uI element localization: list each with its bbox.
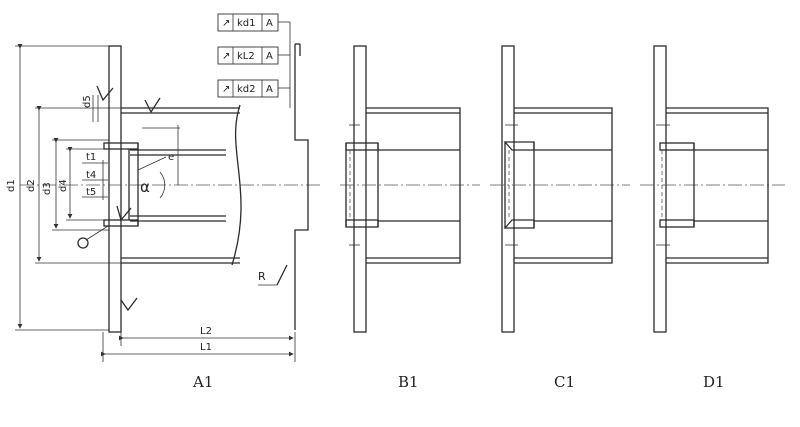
dim-d1: d1 <box>6 179 17 192</box>
inner-sleeve <box>503 141 535 151</box>
view-label-d1: D1 <box>703 373 725 391</box>
inner-sleeve <box>659 142 695 151</box>
view-label-b1: B1 <box>398 373 419 391</box>
dim-l1: L1 <box>200 342 212 353</box>
tolerance-code: kL2 <box>237 51 255 62</box>
weld-circle <box>77 237 89 249</box>
dim-e: e <box>168 152 174 163</box>
radius-label: R <box>258 270 266 283</box>
dim-t1: t1 <box>86 152 96 163</box>
tolerance-frame-kd1: ↗ kd1 A <box>217 13 279 32</box>
view-label-c1: C1 <box>554 373 575 391</box>
tolerance-datum: A <box>266 51 273 62</box>
dim-d2: d2 <box>26 179 37 192</box>
inner-sleeve <box>345 142 379 151</box>
view-a1 <box>15 21 320 362</box>
tolerance-frame-kd2: ↗ kd2 A <box>217 79 279 98</box>
runout-icon: ↗ <box>222 51 230 62</box>
dim-d4: d4 <box>58 179 69 192</box>
dim-t5: t5 <box>86 187 96 198</box>
dimension-labels: d1 d2 d3 d4 d5 t1 t4 t5 e α R L2 L1 <box>6 95 266 353</box>
flange-plate <box>108 45 122 333</box>
tolerance-datum: A <box>266 84 273 95</box>
dim-t4: t4 <box>86 170 96 181</box>
view-label-a1: A1 <box>192 373 213 391</box>
view-c1 <box>490 45 630 333</box>
dim-l2: L2 <box>200 326 212 337</box>
tolerance-code: kd1 <box>237 18 256 29</box>
runout-icon: ↗ <box>222 18 230 29</box>
angle-alpha <box>159 171 166 199</box>
view-d1 <box>640 45 785 333</box>
runout-icon: ↗ <box>222 84 230 95</box>
weld-symbol <box>96 85 114 102</box>
break-line <box>231 104 242 266</box>
dim-d3: d3 <box>42 182 53 195</box>
flange-plate <box>353 45 367 333</box>
angle-alpha-label: α <box>140 178 150 196</box>
tolerance-datum: A <box>266 18 273 29</box>
tolerance-code: kd2 <box>237 84 256 95</box>
right-body <box>294 44 309 330</box>
view-b1 <box>340 45 480 333</box>
tolerance-frame-kl2: ↗ kL2 A <box>217 46 279 65</box>
flange-plate <box>653 45 667 333</box>
flange-plate <box>501 45 515 333</box>
dim-d5: d5 <box>82 95 93 108</box>
fillet-r <box>276 264 288 286</box>
